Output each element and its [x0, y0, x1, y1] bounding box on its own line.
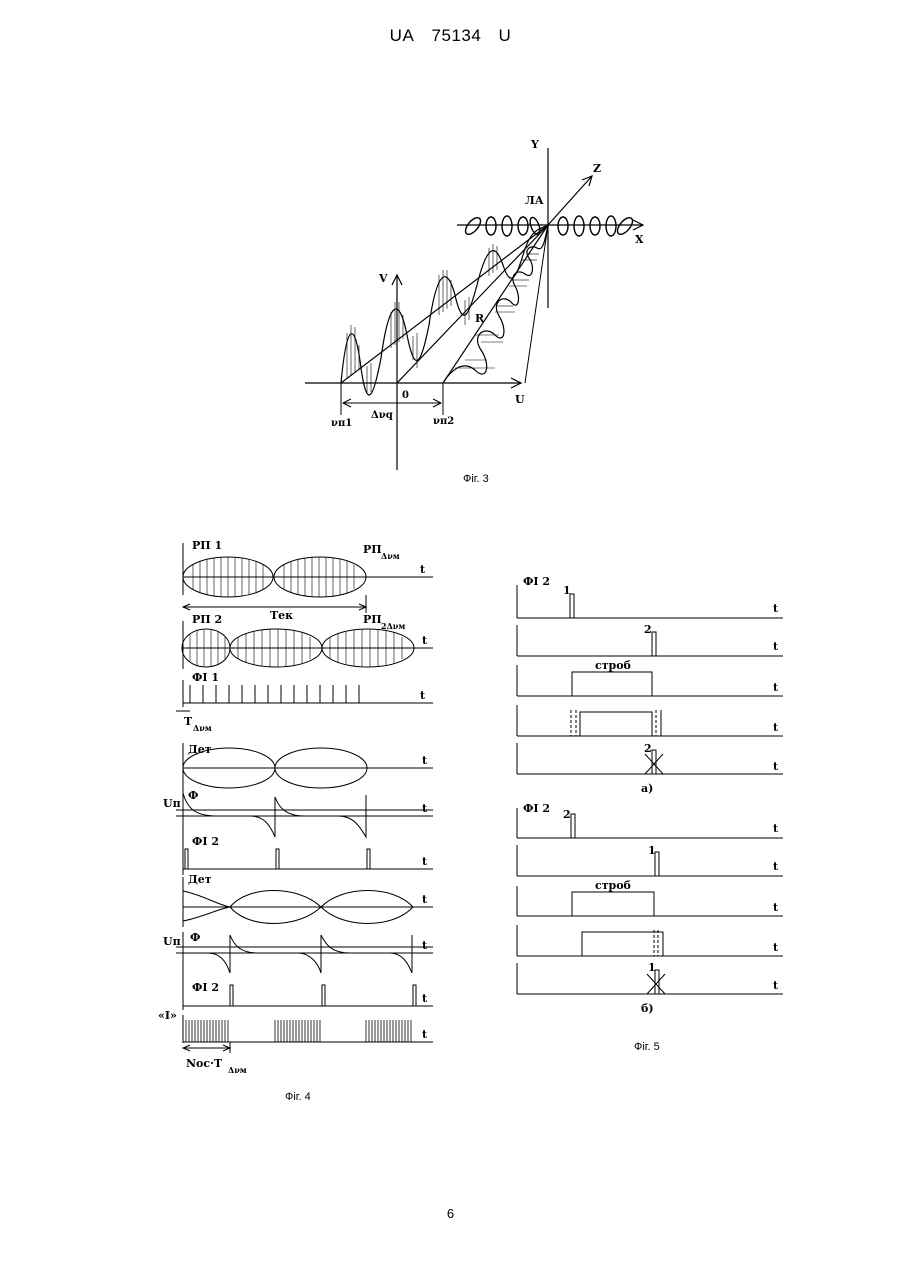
fig5b-t2: t	[773, 860, 779, 873]
fig4-t8: t	[422, 939, 428, 952]
fig4-fi2b-label: ФІ 2	[192, 981, 219, 994]
fig5a-t4: t	[773, 721, 779, 734]
fig4-i-label: «І»	[158, 1009, 177, 1022]
fig4-fi1-label: ФІ 1	[192, 671, 219, 684]
fig5-caption: Фіг. 5	[634, 1041, 660, 1053]
fig4-tdnu-sub: Δνм	[193, 723, 212, 733]
fig3-label-nu2: νп2	[433, 416, 454, 427]
fig4-t4: t	[422, 754, 428, 767]
fig3-axis-u: U	[515, 393, 525, 406]
fig4-t2: t	[422, 634, 428, 647]
fig4-det1-label: Дет	[188, 743, 212, 756]
fig5b-strob-label: строб	[595, 879, 631, 892]
fig5-sub-a: а)	[641, 782, 653, 795]
fig5a-t5: t	[773, 760, 779, 773]
fig4-n-label: Nос·Т	[186, 1057, 223, 1070]
fig5b-t3: t	[773, 901, 779, 914]
figure-4-timing-diagram: РП 1 РП Δνм t Тек РП 2 РП 2Δνм t ФІ 1 t …	[158, 535, 443, 1085]
fig4-phi2-label: Ф	[190, 931, 200, 944]
fig3-label-r: R	[475, 312, 485, 325]
fig4-det2-label: Дет	[188, 873, 212, 886]
fig3-label-zero: 0	[402, 390, 409, 401]
fig4-caption: Фіг. 4	[285, 1091, 311, 1103]
fig4-t9: t	[422, 992, 428, 1005]
fig4-rp2-right-sub: 2Δνм	[381, 621, 405, 631]
header-number: 75134	[432, 26, 482, 45]
fig5a-n2-row2: 2	[644, 623, 652, 636]
fig4-t3: t	[420, 689, 426, 702]
fig5a-strob-label: строб	[595, 659, 631, 672]
fig4-rp2-right-label: РП	[363, 613, 382, 626]
fig4-t6: t	[422, 855, 428, 868]
fig4-rp1-right-sub: Δνм	[381, 551, 400, 561]
fig5a-n2-row5: 2	[644, 742, 652, 755]
fig3-label-nu1: νп1	[331, 418, 352, 429]
figure-3-diagram: Y Z X ЛА V U R 0 νп1 Δνq νп2	[295, 130, 660, 475]
fig4-tdnu-label: Т	[184, 715, 193, 728]
fig5a-fi2-label: ФІ 2	[523, 575, 550, 588]
header-country: UA	[390, 26, 415, 45]
fig3-axis-z: Z	[593, 162, 601, 175]
patent-header: UA 75134 U	[0, 26, 901, 46]
fig5b-n2-row1: 2	[563, 808, 571, 821]
fig3-axis-v: V	[378, 272, 388, 285]
fig5a-n1-row1: 1	[563, 584, 571, 597]
header-kind: U	[499, 26, 512, 45]
fig4-un1-label: Uп	[163, 797, 181, 810]
figure-5-timing-diagram: ФІ 2 1 t 2 t строб t t 2 t а) ФІ 2 2 t 1…	[505, 570, 790, 1020]
fig4-rp2-label: РП 2	[192, 613, 222, 626]
fig3-caption: Фіг. 3	[463, 473, 489, 485]
fig5b-t4: t	[773, 941, 779, 954]
fig4-t10: t	[422, 1028, 428, 1041]
fig5-sub-b: б)	[641, 1002, 654, 1015]
fig5b-n1-row5: 1	[648, 961, 656, 974]
fig5b-fi2-label: ФІ 2	[523, 802, 550, 815]
page-number: 6	[0, 1206, 901, 1221]
fig5b-t1: t	[773, 822, 779, 835]
fig5a-t2: t	[773, 640, 779, 653]
fig4-t7: t	[422, 893, 428, 906]
fig4-tek-label: Тек	[270, 609, 293, 622]
fig3-axis-x: X	[635, 233, 644, 246]
fig3-label-la: ЛА	[525, 194, 544, 207]
fig3-axis-y: Y	[530, 138, 539, 151]
fig5b-n1-row2: 1	[648, 844, 656, 857]
fig3-label-dnu: Δνq	[371, 410, 393, 421]
fig5a-t1: t	[773, 602, 779, 615]
fig4-fi2a-label: ФІ 2	[192, 835, 219, 848]
fig4-t5: t	[422, 802, 428, 815]
fig5a-t3: t	[773, 681, 779, 694]
fig5b-t5: t	[773, 979, 779, 992]
fig4-n-sub: Δνм	[228, 1065, 247, 1075]
fig4-rp1-label: РП 1	[192, 539, 222, 552]
fig4-rp1-right-label: РП	[363, 543, 382, 556]
fig4-phi1-label: Ф	[188, 789, 198, 802]
fig4-un2-label: Uп	[163, 935, 181, 948]
fig4-t1: t	[420, 563, 426, 576]
